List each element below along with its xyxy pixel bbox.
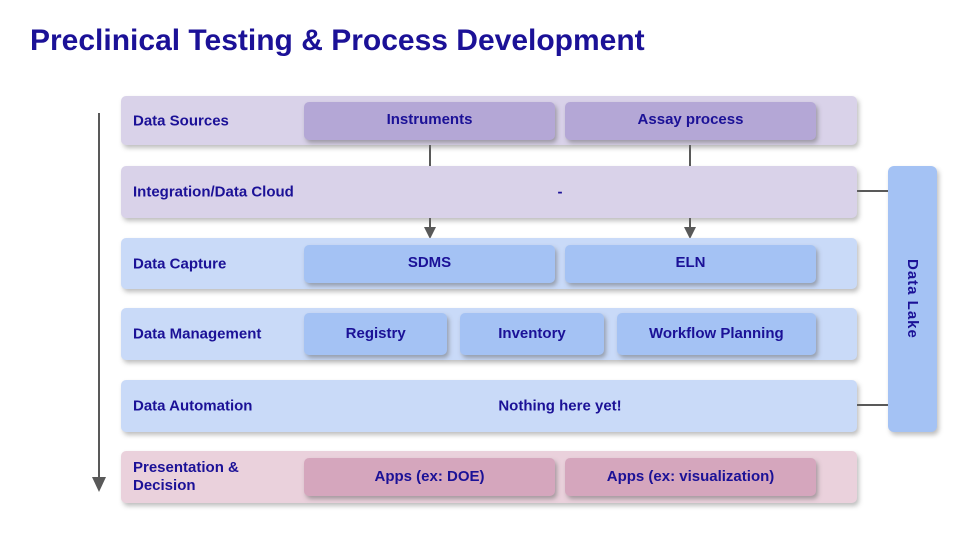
layer-row-data-capture: Data Capture SDMS ELN xyxy=(121,238,857,289)
box-eln: ELN xyxy=(565,244,816,283)
layer-label-data-capture: Data Capture xyxy=(133,255,227,272)
layer-label-data-management: Data Management xyxy=(133,325,262,343)
layer-row-presentation-decision: Presentation & Decision Apps (ex: DOE) A… xyxy=(121,451,857,503)
data-lake-label: Data Lake xyxy=(904,259,921,339)
layer-row-data-automation: Data Automation Nothing here yet! xyxy=(121,380,857,432)
page-title: Preclinical Testing & Process Developmen… xyxy=(30,24,645,57)
layer-row-data-management: Data Management Registry Inventory Workf… xyxy=(121,308,857,360)
box-apps-visualization: Apps (ex: visualization) xyxy=(565,458,816,496)
layer-label-data-automation: Data Automation xyxy=(133,397,253,415)
data-sources-boxes: Instruments Assay process xyxy=(304,96,816,145)
box-data-lake: Data Lake xyxy=(888,166,937,432)
layer-label-integration-data-cloud: Integration/Data Cloud xyxy=(133,183,294,201)
box-assay-process: Assay process xyxy=(565,101,816,140)
box-apps-doe: Apps (ex: DOE) xyxy=(304,458,555,496)
data-capture-boxes: SDMS ELN xyxy=(304,238,816,289)
box-sdms: SDMS xyxy=(304,244,555,283)
flow-arrow-down xyxy=(92,113,106,492)
box-registry: Registry xyxy=(304,313,448,355)
layer-row-integration-data-cloud: Integration/Data Cloud - xyxy=(121,166,857,218)
layer-row-data-sources: Data Sources Instruments Assay process xyxy=(121,96,857,145)
data-management-boxes: Registry Inventory Workflow Planning xyxy=(304,308,816,360)
layer-label-data-sources: Data Sources xyxy=(133,112,229,129)
presentation-boxes: Apps (ex: DOE) Apps (ex: visualization) xyxy=(304,451,816,503)
box-instruments: Instruments xyxy=(304,101,555,140)
layer-label-presentation-decision: Presentation & Decision xyxy=(133,459,239,494)
box-workflow-planning: Workflow Planning xyxy=(616,313,816,355)
integration-dash-text: - xyxy=(557,183,563,201)
box-inventory: Inventory xyxy=(460,313,604,355)
automation-placeholder-text: Nothing here yet! xyxy=(498,397,622,415)
